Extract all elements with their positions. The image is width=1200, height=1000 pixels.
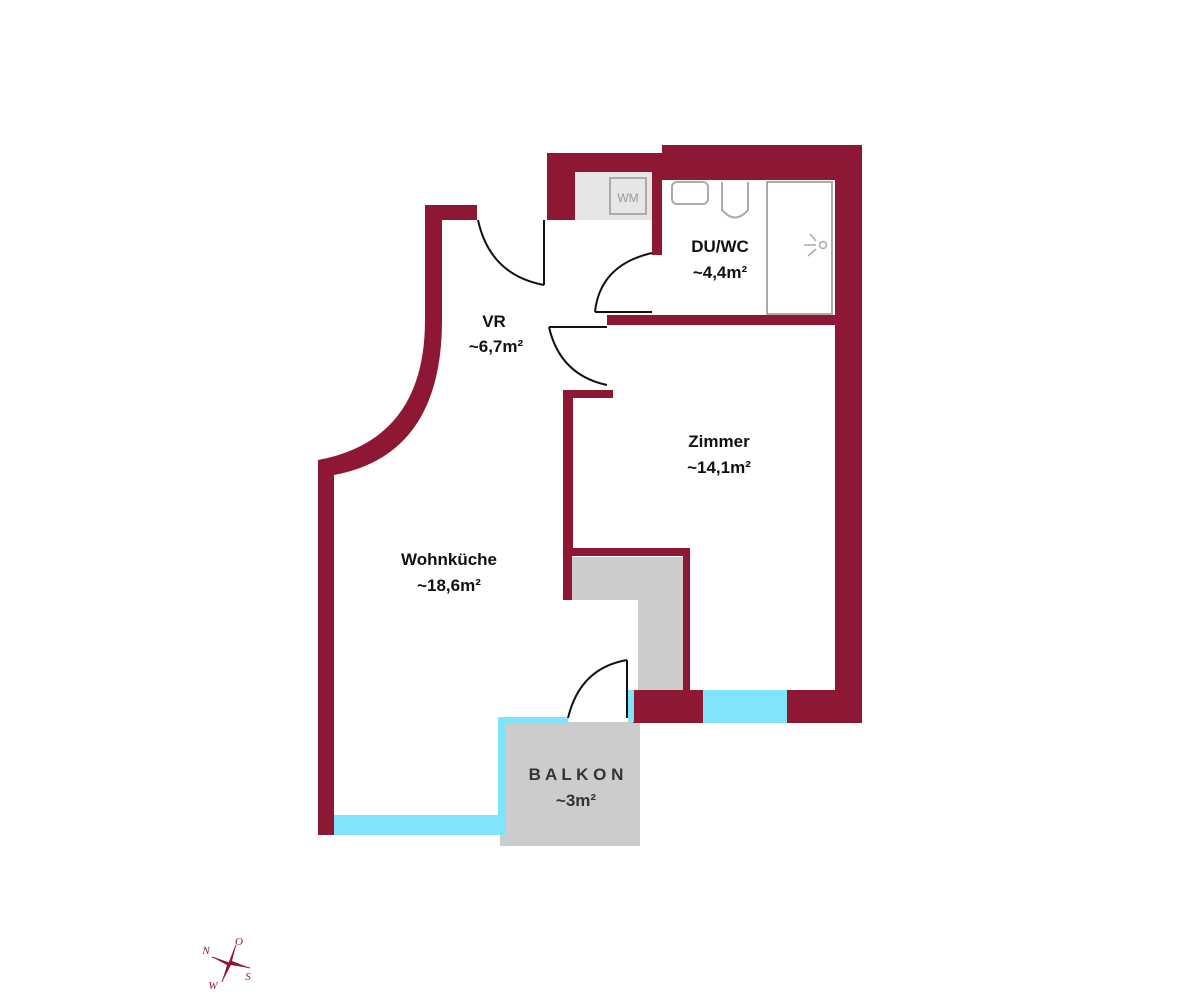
shaft <box>572 557 683 690</box>
room-area-wohnkueche: ~18,6m² <box>417 576 481 595</box>
toilet-icon <box>721 182 749 219</box>
room-name-du-wc: DU/WC <box>691 237 749 256</box>
compass-n: N <box>201 945 210 957</box>
compass-o: O <box>235 936 243 948</box>
sink-icon <box>671 181 709 205</box>
washing-machine-icon <box>609 177 647 215</box>
room-area-zimmer: ~14,1m² <box>687 458 751 477</box>
room-name-wohnkueche: Wohnküche <box>401 550 497 569</box>
room-area-vr: ~6,7m² <box>469 337 524 356</box>
room-area-du-wc: ~4,4m² <box>693 263 748 282</box>
room-name-zimmer: Zimmer <box>688 432 750 451</box>
room-name-vr: VR <box>482 312 506 331</box>
compass-w: W <box>208 980 218 992</box>
room-area-balkon: ~3m² <box>556 791 596 810</box>
room-name-balkon: B A L K O N <box>529 765 624 784</box>
compass-s: S <box>245 971 251 983</box>
washing-machine-label: WM <box>617 191 638 205</box>
compass-rose-icon: N O S W <box>201 936 251 992</box>
windows <box>334 690 787 835</box>
shower-tray <box>766 181 833 315</box>
balcony-area <box>500 722 640 846</box>
utility-niche <box>575 172 655 220</box>
doors <box>477 219 653 719</box>
shower-head-icon <box>804 233 828 257</box>
walls <box>318 145 862 835</box>
